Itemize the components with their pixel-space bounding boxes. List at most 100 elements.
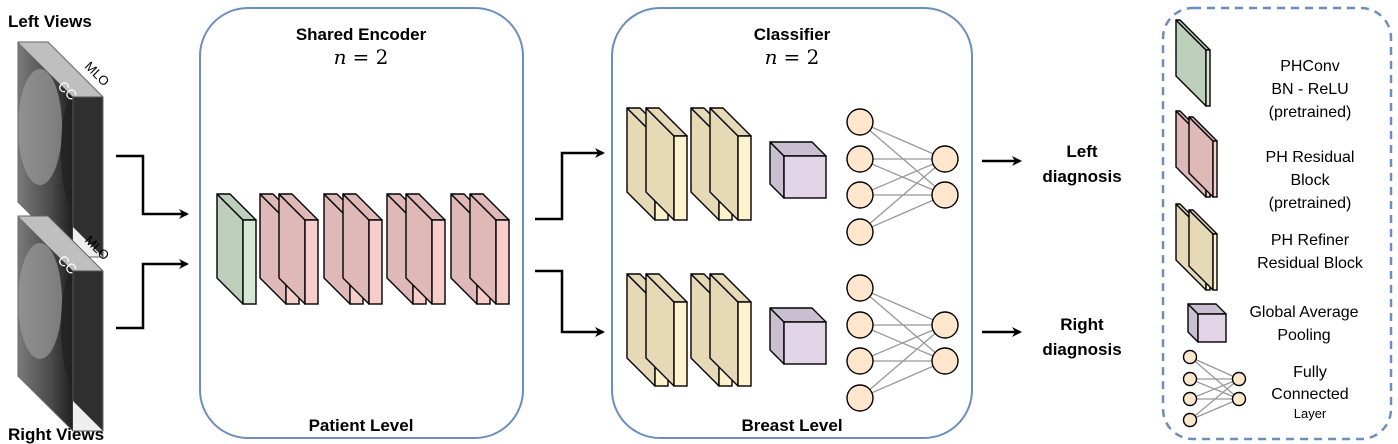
slab-front bbox=[72, 270, 104, 432]
fc-output-node bbox=[931, 347, 959, 375]
legend-label: Residual Block bbox=[1257, 255, 1364, 272]
legend-label: Connected bbox=[1271, 386, 1348, 403]
fc-edge bbox=[859, 360, 946, 399]
fc-input-node bbox=[1182, 349, 1198, 365]
fc-edge bbox=[1189, 378, 1240, 421]
phconv-layer-icon bbox=[1175, 19, 1211, 107]
breast-tissue bbox=[18, 69, 62, 185]
legend: PHConv BN - ReLU (pretrained) PH ResidualBl… bbox=[1175, 19, 1364, 428]
fc-input-node bbox=[1182, 391, 1198, 407]
fc-edge bbox=[1189, 398, 1240, 421]
phconv-layer bbox=[216, 193, 257, 305]
left-input-arrow bbox=[116, 154, 189, 219]
legend-label: PH Refiner bbox=[1271, 232, 1350, 249]
ph-residual-block-icon bbox=[1175, 110, 1218, 198]
fc-edge bbox=[859, 158, 946, 233]
residual-slab bbox=[342, 193, 383, 305]
ph-refiner-block bbox=[626, 107, 688, 221]
legend-slab bbox=[1188, 116, 1218, 198]
slab-top bbox=[18, 42, 103, 97]
fc-edge bbox=[859, 324, 946, 362]
legend-cube bbox=[1187, 303, 1227, 343]
patient-level-label: Patient Level bbox=[309, 416, 414, 435]
ph-residual-block bbox=[259, 193, 319, 305]
fc-input-node bbox=[846, 311, 874, 339]
fc-input-node bbox=[846, 384, 874, 412]
fully-connected-layer bbox=[846, 274, 959, 412]
fc-edge bbox=[1189, 356, 1240, 380]
legend-label: Layer bbox=[1294, 406, 1327, 421]
classifier-title: Classifier bbox=[754, 25, 831, 44]
shared-encoder-n-label: n= 2 bbox=[334, 45, 389, 69]
left-diagnosis-label-line1: Left bbox=[1066, 142, 1098, 161]
fc-input-node bbox=[846, 181, 874, 209]
fc-input-node bbox=[846, 347, 874, 375]
fc-input-node bbox=[1182, 412, 1198, 428]
fc-output-node bbox=[931, 311, 959, 339]
slab-outline bbox=[17, 215, 104, 432]
left-views-title: Left Views bbox=[8, 12, 92, 31]
fully-connected-icon bbox=[1182, 349, 1247, 428]
legend-label: Pooling bbox=[1277, 327, 1330, 344]
global-average-pooling-cube bbox=[769, 307, 827, 365]
refiner-slab bbox=[645, 107, 688, 221]
right-diagnosis-label-line2: diagnosis bbox=[1042, 340, 1121, 359]
legend-label: Global Average bbox=[1249, 304, 1358, 321]
classifier-right-branch bbox=[626, 273, 959, 412]
fc-output-node bbox=[931, 181, 959, 209]
encoder-to-right-branch-arrow bbox=[535, 269, 605, 337]
right-input-arrow bbox=[116, 259, 189, 330]
legend-label: Block bbox=[1290, 172, 1330, 189]
fc-edge bbox=[859, 194, 946, 233]
ph-residual-block bbox=[323, 193, 383, 305]
residual-slab bbox=[469, 193, 510, 305]
fully-connected-layer bbox=[846, 108, 959, 246]
fc-output-node bbox=[931, 145, 959, 173]
encoder-to-left-branch-arrow bbox=[535, 148, 605, 221]
encoder-blocks bbox=[216, 193, 510, 305]
breast-level-label: Breast Level bbox=[741, 416, 842, 435]
fc-input-node bbox=[846, 108, 874, 136]
ph-residual-block bbox=[450, 193, 510, 305]
legend-slab bbox=[1188, 209, 1218, 291]
ph-refiner-block bbox=[690, 273, 752, 387]
slab-outline bbox=[17, 41, 104, 258]
legend-box bbox=[1161, 6, 1393, 441]
right-diagnosis-label-line1: Right bbox=[1060, 315, 1104, 334]
refiner-slab bbox=[709, 107, 752, 221]
fc-edge bbox=[859, 121, 946, 160]
fc-edge bbox=[1189, 378, 1240, 400]
legend-label: Fully bbox=[1293, 364, 1327, 381]
fc-edge bbox=[859, 324, 946, 399]
ph-refiner-block bbox=[626, 273, 688, 387]
legend-slab bbox=[1175, 19, 1211, 107]
refiner-slab bbox=[645, 273, 688, 387]
ph-refiner-block bbox=[690, 107, 752, 221]
fc-input-node bbox=[846, 218, 874, 246]
fc-output-node bbox=[1231, 371, 1247, 387]
global-average-pooling-cube bbox=[769, 141, 827, 199]
ph-residual-block bbox=[386, 193, 446, 305]
shared-encoder-title: Shared Encoder bbox=[296, 25, 427, 44]
slab-top bbox=[18, 216, 103, 271]
fc-edge bbox=[1189, 356, 1240, 400]
ph-refiner-block-icon bbox=[1175, 203, 1218, 291]
legend-label: PHConv bbox=[1280, 58, 1340, 75]
classifier-n-label: n= 2 bbox=[765, 45, 820, 69]
classifier-left-branch bbox=[626, 107, 959, 246]
legend-label: PH Residual bbox=[1266, 149, 1355, 166]
legend-fc bbox=[1182, 349, 1247, 428]
legend-label: (pretrained) bbox=[1269, 104, 1352, 121]
refiner-slab bbox=[709, 273, 752, 387]
legend-label: (pretrained) bbox=[1269, 195, 1352, 212]
left-diagnosis-label-line2: diagnosis bbox=[1042, 167, 1121, 186]
fc-input-node bbox=[846, 274, 874, 302]
fc-input-node bbox=[1182, 371, 1198, 387]
residual-slab bbox=[278, 193, 319, 305]
global-average-pooling-icon bbox=[1187, 303, 1227, 343]
legend-label: BN - ReLU bbox=[1271, 81, 1348, 98]
breast-tissue bbox=[18, 243, 62, 359]
